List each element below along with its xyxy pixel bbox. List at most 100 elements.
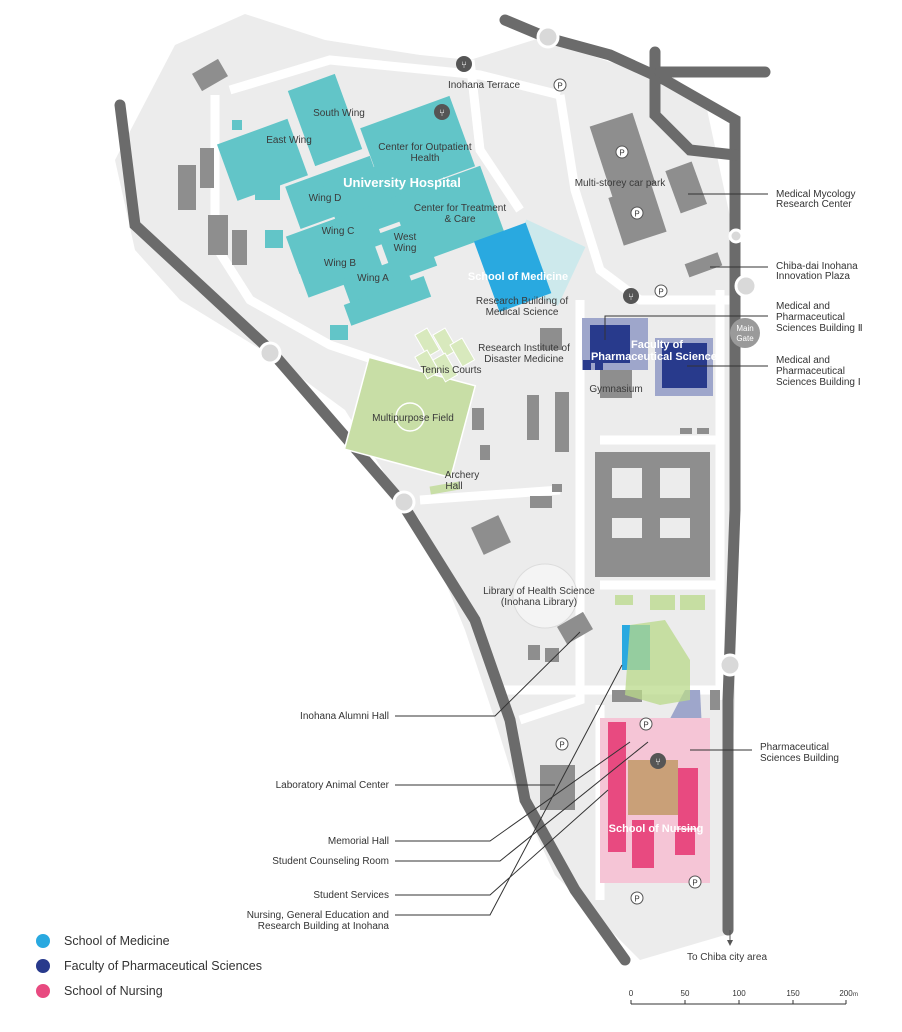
label-pharma-faculty: Faculty of	[631, 339, 683, 351]
legend-item-medicine: School of Medicine	[36, 928, 262, 953]
outer-roads	[114, 14, 771, 966]
callout-mps-building-2: Medical and	[776, 301, 830, 312]
callout-pharma-sciences-building: Sciences Building	[760, 753, 839, 764]
scale-tick: 200	[839, 989, 853, 998]
label-school-of-nursing: School of Nursing	[609, 823, 704, 835]
main-gate-label: Main	[736, 324, 753, 333]
label-to-chiba-city: To Chiba city area	[687, 952, 767, 963]
nursing-courtyard	[628, 760, 678, 815]
label-research-building-medical: Medical Science	[486, 307, 559, 318]
legend: School of Medicine Faculty of Pharmaceut…	[36, 928, 262, 1003]
label-research-building-medical: Research Building of	[476, 296, 568, 307]
roundabouts	[258, 25, 758, 677]
scale-unit: m	[853, 992, 858, 998]
svg-text:P: P	[692, 879, 697, 888]
nursing-building	[678, 768, 698, 828]
svg-text:P: P	[643, 721, 648, 730]
parking-icon: P	[555, 737, 569, 751]
label-wing-b: Wing B	[324, 258, 357, 269]
label-wing-d: Wing D	[309, 193, 342, 204]
label-pharma-faculty: Pharmaceutical Sciences	[591, 351, 723, 363]
callout-laboratory-animal-center: Laboratory Animal Center	[276, 780, 390, 791]
callout-lines-right	[604, 193, 768, 751]
campus-buildings	[178, 58, 723, 810]
callout-student-services: Student Services	[313, 890, 389, 901]
school-of-medicine-building	[473, 222, 552, 312]
callout-nursing-general-education: Nursing, General Education and	[247, 910, 389, 921]
callout-memorial-hall: Memorial Hall	[328, 836, 389, 847]
pharma-annex	[595, 362, 603, 370]
parking-icon: P	[639, 717, 653, 731]
label-inohana-terrace: Inohana Terrace	[448, 80, 521, 91]
svg-text:P: P	[658, 288, 663, 297]
callout-innovation-plaza: Innovation Plaza	[776, 271, 850, 282]
legend-item-pharma: Faculty of Pharmaceutical Sciences	[36, 953, 262, 978]
label-outpatient: Health	[411, 153, 440, 164]
label-archery-hall: Hall	[445, 481, 462, 492]
callout-alumni-hall: Inohana Alumni Hall	[300, 711, 389, 722]
legend-label: School of Nursing	[64, 983, 163, 998]
svg-text:⑂: ⑂	[461, 60, 467, 71]
pharma-annex	[583, 360, 591, 370]
label-disaster-medicine: Disaster Medicine	[484, 354, 564, 365]
label-south-wing: South Wing	[313, 108, 365, 119]
restaurant-icon: ⑂	[456, 56, 472, 72]
label-wing-c: Wing C	[322, 226, 355, 237]
nursing-building	[675, 830, 695, 855]
label-tennis-courts: Tennis Courts	[420, 365, 481, 376]
callout-lines-left	[395, 631, 649, 916]
parking-icon: P	[654, 284, 668, 298]
callout-mps-building-2: Sciences Building Ⅱ	[776, 323, 863, 334]
label-treatment-care: Center for Treatment	[414, 203, 506, 214]
parking-symbols: P P P P P P P P	[553, 78, 702, 905]
callout-mps-building-1: Medical and	[776, 355, 830, 366]
legend-item-nursing: School of Nursing	[36, 978, 262, 1003]
callout-pharma-sciences-building: Pharmaceutical	[760, 742, 829, 753]
parking-icon: P	[630, 891, 644, 905]
label-disaster-medicine: Research Institute of	[478, 343, 570, 354]
restaurant-icon: ⑂	[434, 104, 450, 120]
parking-icon: P	[615, 145, 629, 159]
label-east-wing: East Wing	[266, 135, 312, 146]
scale-bar: 0 50 100 150 200 m	[629, 989, 858, 1005]
restaurant-icon: ⑂	[650, 753, 666, 769]
label-library: Library of Health Science	[483, 586, 595, 597]
legend-label: Faculty of Pharmaceutical Sciences	[64, 958, 263, 973]
scale-tick: 150	[786, 989, 800, 998]
legend-label: School of Medicine	[64, 933, 170, 948]
parking-icon: P	[553, 78, 567, 92]
label-west-wing: Wing	[394, 243, 417, 254]
main-gate-label: Gate	[736, 334, 754, 343]
svg-text:⑂: ⑂	[655, 757, 661, 768]
label-gymnasium: Gymnasium	[589, 384, 642, 395]
legend-dot-medicine	[36, 933, 50, 948]
svg-text:P: P	[619, 149, 624, 158]
multipurpose-field	[343, 356, 477, 479]
label-school-of-medicine: School of Medicine	[468, 271, 568, 283]
callout-innovation-plaza: Chiba-dai Inohana	[776, 261, 858, 272]
svg-text:⑂: ⑂	[439, 108, 445, 119]
green-areas	[615, 595, 705, 705]
library-plaza	[512, 563, 578, 629]
tennis-courts	[414, 327, 476, 383]
legend-dot-pharma	[36, 958, 50, 973]
label-multipurpose-field: Multipurpose Field	[372, 413, 454, 424]
central-building	[595, 452, 710, 577]
hospital-buildings	[216, 73, 505, 340]
svg-text:P: P	[557, 82, 562, 91]
restaurant-icon: ⑂	[623, 288, 639, 304]
label-carpark: Multi-storey car park	[575, 178, 667, 189]
svg-text:P: P	[634, 210, 639, 219]
callout-mps-building-1: Pharmaceutical	[776, 366, 845, 377]
label-outpatient: Center for Outpatient	[378, 142, 472, 153]
svg-text:P: P	[634, 895, 639, 904]
legend-dot-nursing	[36, 983, 50, 998]
label-wing-a: Wing A	[357, 273, 389, 284]
svg-text:P: P	[559, 741, 564, 750]
callout-student-counseling: Student Counseling Room	[272, 856, 389, 867]
callout-mps-building-1: Sciences Building Ⅰ	[776, 377, 861, 388]
pharma-building-2	[590, 325, 630, 363]
archery-range	[429, 481, 461, 495]
callout-medical-mycology: Research Center	[776, 199, 852, 210]
